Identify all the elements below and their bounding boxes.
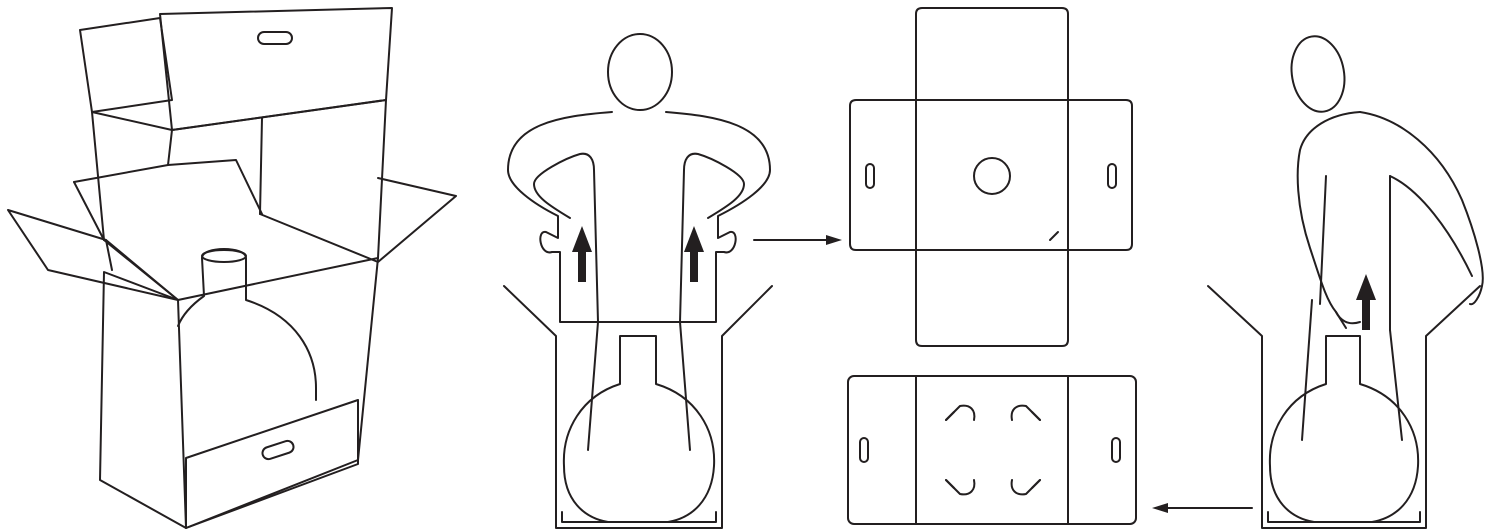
lift-arrow-icon — [1356, 274, 1376, 330]
person-body — [1296, 111, 1361, 329]
clip-icon — [1010, 404, 1041, 421]
clip-icon — [1010, 479, 1041, 496]
insert-cross — [849, 7, 1133, 347]
clip-icon — [945, 404, 976, 421]
step-4-person-lift-vase — [1207, 35, 1484, 529]
person-head — [607, 33, 673, 111]
insert-hole — [973, 157, 1011, 195]
person-body — [507, 111, 771, 323]
clip-icon — [945, 479, 976, 496]
box-outline — [503, 285, 773, 529]
box-front-left-face — [99, 271, 187, 529]
lift-arrow-left-icon — [572, 226, 592, 282]
person-head — [1290, 35, 1346, 113]
arrow-right-icon — [753, 235, 842, 245]
step-3-top-insert — [849, 7, 1133, 347]
bottom-panel — [847, 375, 1137, 525]
box-handle-front — [261, 439, 295, 461]
box-back-flap — [159, 7, 393, 131]
box-front-flap — [185, 399, 359, 529]
vase — [1268, 335, 1420, 523]
step-2-person-lift-insert — [503, 33, 773, 529]
step-1-open-box — [7, 7, 457, 529]
box-outline — [1207, 285, 1481, 529]
step-5-bottom-insert — [847, 375, 1137, 525]
vase — [562, 335, 716, 523]
lift-arrow-right-icon — [684, 226, 704, 282]
arrow-left-icon — [1152, 503, 1253, 513]
box-handle-top — [257, 31, 293, 45]
vase-in-box — [201, 248, 317, 401]
